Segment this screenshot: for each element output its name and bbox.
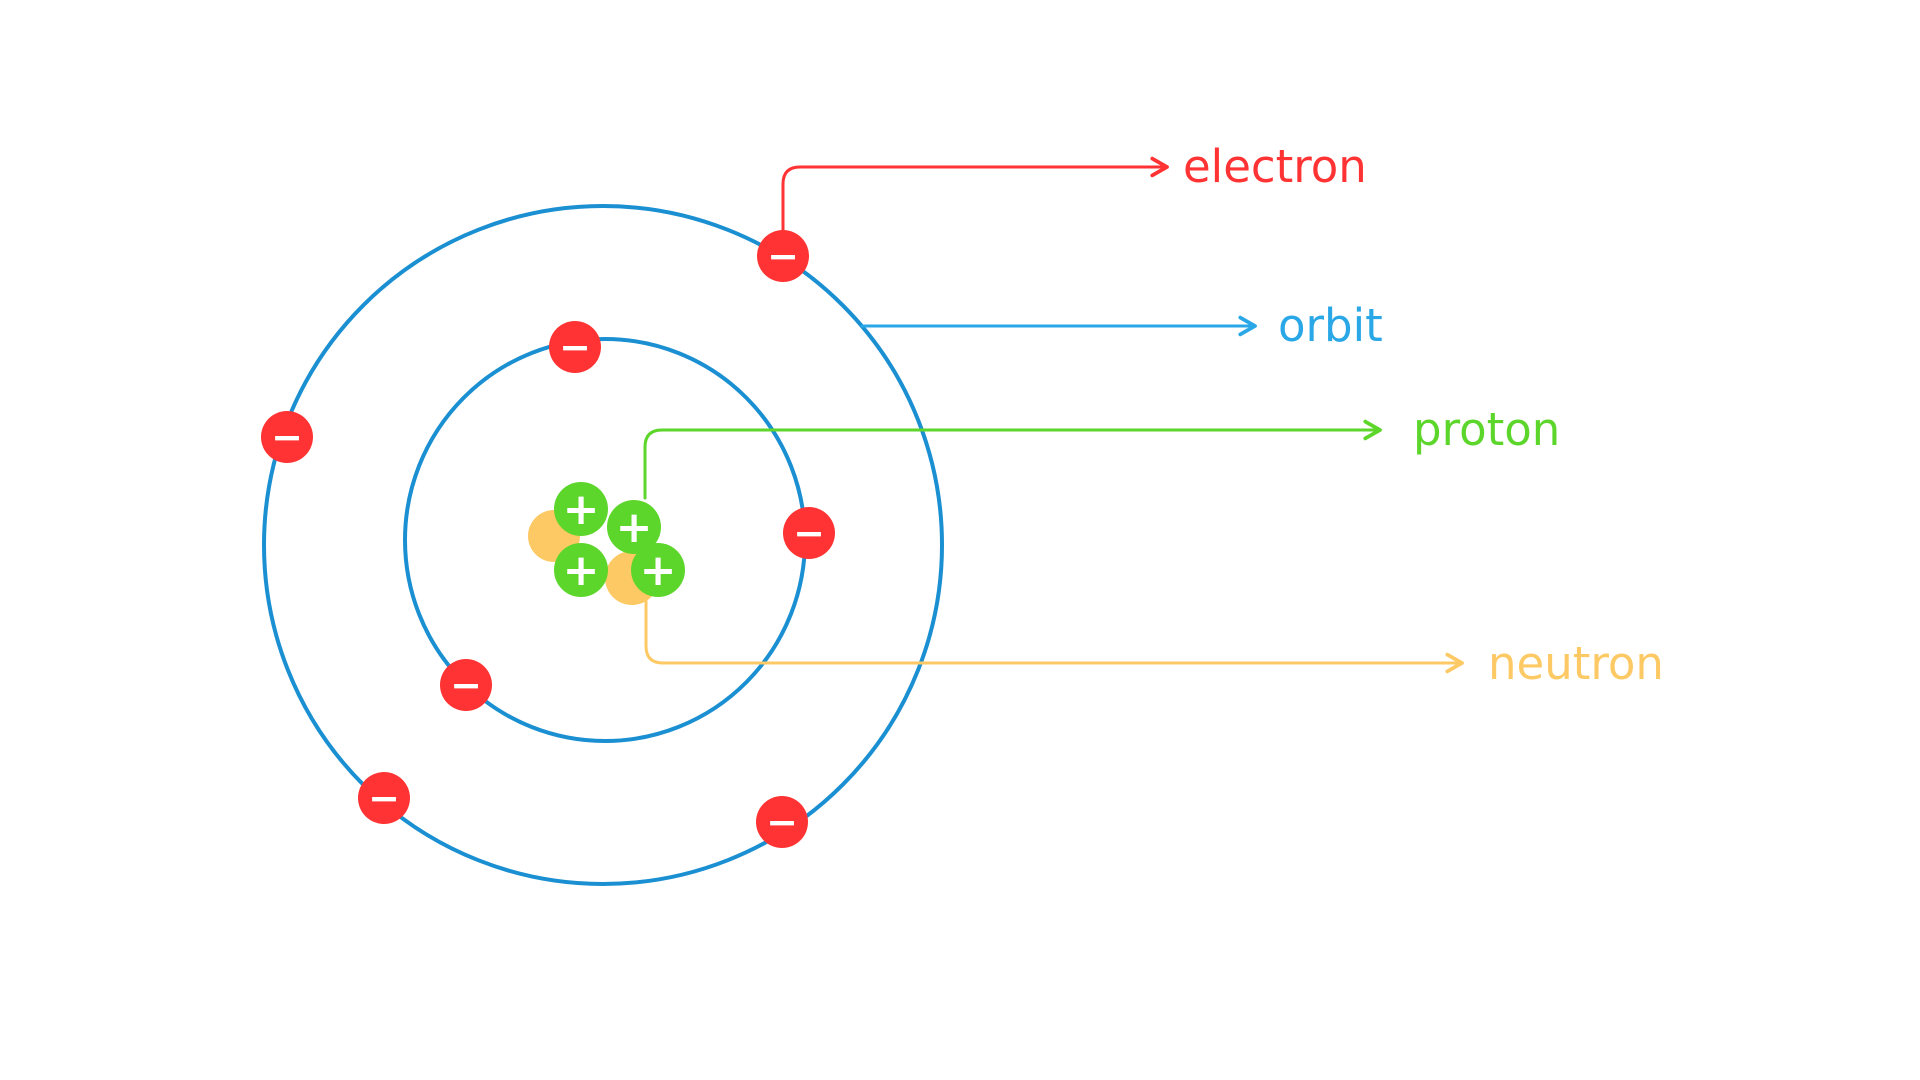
proton-body	[631, 543, 685, 597]
electron-symbol: −	[767, 234, 799, 278]
neutron-label: neutron	[1488, 637, 1664, 690]
proton-symbol: +	[616, 502, 653, 553]
nucleus: + + + +	[528, 482, 685, 605]
proton-symbol: +	[640, 545, 677, 596]
outer-orbit	[262, 204, 944, 886]
leader-lines	[643, 156, 1464, 674]
electron-symbol: −	[271, 415, 303, 459]
proton: +	[554, 482, 608, 536]
electron: −	[783, 507, 835, 559]
electron-body	[756, 796, 808, 848]
electron-body	[358, 772, 410, 824]
electron: −	[549, 321, 601, 373]
orbit-label: orbit	[1278, 299, 1383, 352]
proton: +	[607, 500, 661, 554]
labels: electron orbit proton neutron	[1183, 140, 1664, 690]
electron-symbol: −	[450, 663, 482, 707]
electron: −	[440, 659, 492, 711]
electron-leader-line	[781, 156, 1169, 258]
electron-symbol: −	[368, 776, 400, 820]
electron-body	[261, 411, 313, 463]
electrons: − − − − − − −	[261, 230, 835, 848]
electron-symbol: −	[559, 325, 591, 369]
electron: −	[358, 772, 410, 824]
neutron-leader-line	[644, 598, 1464, 674]
electron-label: electron	[1183, 140, 1367, 193]
proton: +	[631, 543, 685, 597]
electron-body	[549, 321, 601, 373]
electron-symbol: −	[766, 800, 798, 844]
electron-body	[757, 230, 809, 282]
electron: −	[757, 230, 809, 282]
electron-body	[440, 659, 492, 711]
proton-body	[607, 500, 661, 554]
proton-leader-line	[643, 419, 1382, 500]
proton-symbol: +	[563, 484, 600, 535]
proton-symbol: +	[563, 545, 600, 596]
electron: −	[261, 411, 313, 463]
proton-body	[554, 482, 608, 536]
electron-body	[783, 507, 835, 559]
electron-symbol: −	[793, 511, 825, 555]
proton-label: proton	[1413, 403, 1560, 456]
proton-body	[554, 543, 608, 597]
electron: −	[756, 796, 808, 848]
proton: +	[554, 543, 608, 597]
